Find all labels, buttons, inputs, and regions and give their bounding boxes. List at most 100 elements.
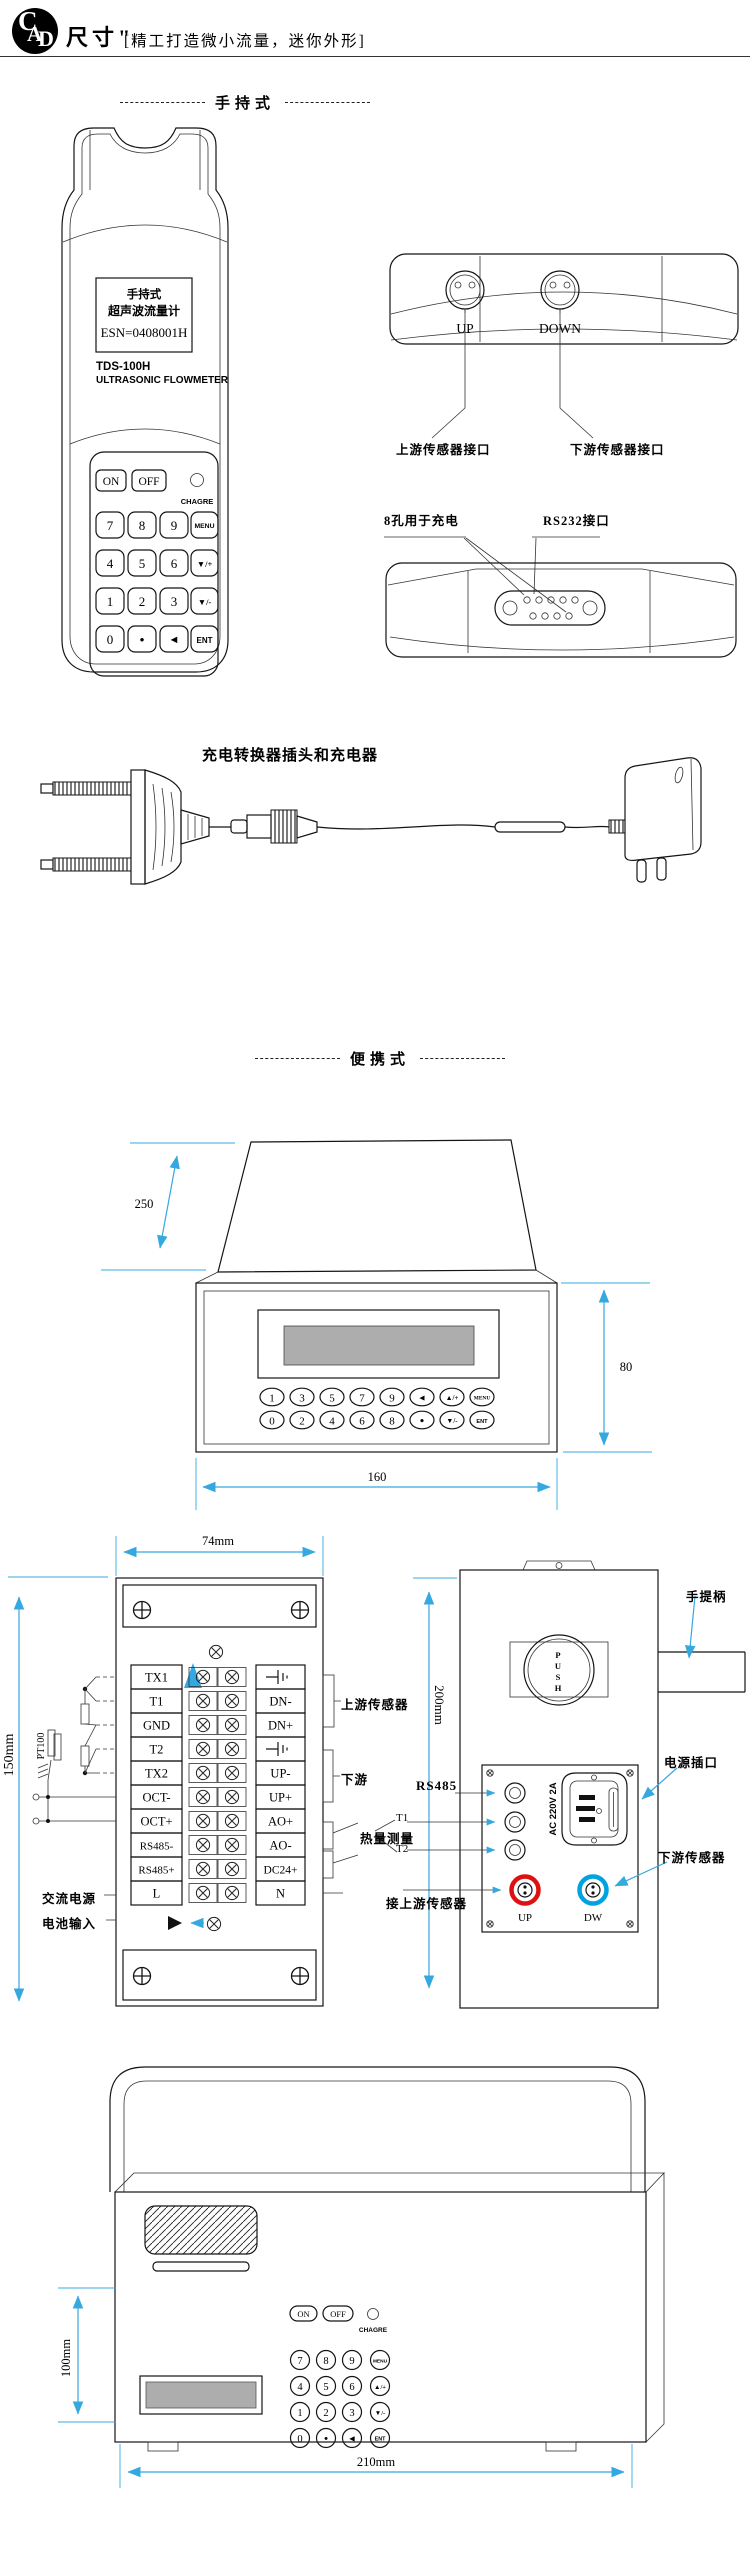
svg-text:MENU: MENU	[194, 523, 214, 530]
lcd-bezel	[257, 1309, 500, 1379]
brand-logo: C A D	[12, 6, 58, 54]
rs485-jack-label: RS485	[416, 1778, 458, 1793]
dim-150mm-label: 150mm	[2, 1734, 17, 1777]
svg-text:◄: ◄	[418, 1393, 426, 1403]
svg-text:N: N	[276, 1887, 285, 1901]
carry-handle	[509, 1634, 746, 1706]
dim-200mm: 200mm	[413, 1577, 457, 1989]
svg-text:7: 7	[297, 2356, 302, 2367]
svg-text:0: 0	[269, 1416, 275, 1428]
left-label-cells: TX1 T1 GND T2 TX2 OCT- OCT+ RS485- RS485…	[130, 1664, 183, 1906]
svg-text:2: 2	[323, 2408, 328, 2419]
title-dash-right	[420, 1058, 505, 1059]
pt100-schematic: PT100	[32, 1676, 116, 1825]
key-off: OFF	[138, 476, 159, 488]
up-jack-label: UP	[518, 1912, 532, 1924]
svg-text:ENT: ENT	[197, 636, 213, 645]
svg-text:9: 9	[349, 2356, 354, 2367]
dim-80: 80	[561, 1282, 652, 1453]
battery-input-label: 电池输入	[42, 1917, 97, 1931]
key-row-4: 0 • ◄ ENT	[289, 2427, 391, 2449]
key-row-3: 1 2 3 ▼/-	[289, 2401, 391, 2423]
key-row-2: 4 5 6 ▲/+	[289, 2375, 391, 2397]
dim-200mm-label: 200mm	[432, 1685, 447, 1725]
t1-label: T1	[396, 1812, 409, 1824]
svg-text:ENT: ENT	[375, 2437, 386, 2443]
printer-body	[114, 2171, 665, 2452]
dim-74mm-label: 74mm	[202, 1534, 234, 1548]
right-label-cells: DN- DN+ UP- UP+ AO+ AO- DC24+ N	[255, 1664, 306, 1906]
ac-power-label: 交流电源	[42, 1892, 97, 1906]
svg-text:•: •	[140, 632, 145, 647]
svg-text:1: 1	[297, 2408, 302, 2419]
earth-ground-icon	[266, 1670, 288, 1684]
dc-barrel-plug	[230, 809, 318, 844]
ac-power-socket	[561, 1772, 628, 1846]
svg-text:3: 3	[299, 1393, 305, 1405]
rear-panel-drawing: 200mm AC 220V 2A	[374, 1560, 746, 2009]
cable-ferrite	[494, 821, 566, 833]
svg-text:3: 3	[349, 2408, 354, 2419]
screw-terminal-cells	[188, 1667, 247, 1903]
t2-jack	[504, 1839, 526, 1861]
svg-text:4: 4	[297, 2382, 303, 2393]
dim-150mm: 150mm	[2, 1576, 108, 2002]
svg-text:9: 9	[171, 518, 178, 533]
svg-text:T2: T2	[150, 1743, 164, 1757]
dim-250-label: 250	[135, 1197, 154, 1211]
svg-text:▼/-: ▼/-	[375, 2410, 385, 2417]
printer-keypad: ON OFF CHAGRE 7 8 9 MENU 4 5 6 ▲/+ 1 2 3…	[289, 2305, 391, 2449]
printer-paper-slot	[144, 2205, 258, 2272]
title-dash-left	[254, 1058, 340, 1059]
svg-text:RS485+: RS485+	[138, 1865, 174, 1877]
svg-text:6: 6	[349, 2382, 354, 2393]
screen-line3: ESN=0408001H	[101, 325, 188, 340]
svg-text:OCT-: OCT-	[142, 1791, 170, 1805]
handheld-body-outline	[61, 127, 229, 673]
upstream-connector	[445, 270, 485, 313]
charge-label: CHAGRE	[359, 2327, 388, 2334]
upstream-red-jack	[509, 1874, 541, 1906]
handle-label: 手提柄	[686, 1590, 727, 1604]
svg-text:8: 8	[323, 2356, 328, 2367]
push-label: PUSH	[553, 1650, 563, 1694]
charge-leader-lines	[463, 537, 567, 613]
svg-text:RS485-: RS485-	[140, 1841, 174, 1853]
power-socket-label: 电源插口	[664, 1756, 719, 1770]
rs232-label: RS232接口	[543, 514, 610, 528]
upstream-port-label: 上游传感器接口	[396, 443, 491, 457]
connector-subpanel: AC 220V 2A UP DW	[481, 1764, 639, 1933]
portable-keypad-row2: 0 2 4 6 8 • ▼/- ENT	[259, 1410, 495, 1430]
rs232-leader-line	[533, 537, 537, 595]
heat-measure-label: 热量测量	[360, 1832, 415, 1846]
dim-80-label: 80	[620, 1360, 633, 1374]
key-on: ON	[297, 2309, 309, 2319]
lcd-screen	[283, 1325, 475, 1366]
svg-text:◄: ◄	[169, 634, 180, 646]
upstream-sensor-label: 上游传感器	[341, 1698, 409, 1712]
top-view-body	[389, 253, 739, 345]
screen-line1: 手持式	[127, 287, 162, 301]
portable-title-text: 便携式	[349, 1052, 410, 1068]
rs232-db9-connector	[494, 590, 606, 626]
rs485-jack	[504, 1782, 526, 1804]
logo-letter-d: D	[38, 26, 54, 51]
downstream-leader-line	[559, 310, 594, 439]
portable-panel-drawing: 1 3 5 7 9 ◄ ▲/+ MENU 0 2 4 6 8 • ▼/- ENT…	[101, 1139, 652, 1510]
printer-handle	[109, 2066, 646, 2192]
charger-cable-drawing	[40, 757, 702, 885]
svg-text:•: •	[324, 2433, 328, 2445]
svg-text:4: 4	[329, 1416, 335, 1428]
model-line2: ULTRASONIC FLOWMETER	[96, 375, 229, 386]
downstream-blue-jack	[577, 1874, 609, 1906]
title-dash-right	[285, 102, 370, 103]
svg-text:DN+: DN+	[268, 1719, 293, 1733]
svg-text:2: 2	[139, 594, 146, 609]
svg-text:7: 7	[359, 1393, 365, 1405]
handheld-screen: 手持式 超声波流量计 ESN=0408001H	[95, 277, 193, 353]
svg-text:▼/-: ▼/-	[446, 1417, 458, 1425]
charge-holes-label: 8孔用于充电	[384, 514, 459, 528]
svg-text:▼/-: ▼/-	[198, 597, 212, 607]
svg-text:▲/+: ▲/+	[374, 2384, 386, 2391]
svg-text:4: 4	[107, 556, 114, 571]
